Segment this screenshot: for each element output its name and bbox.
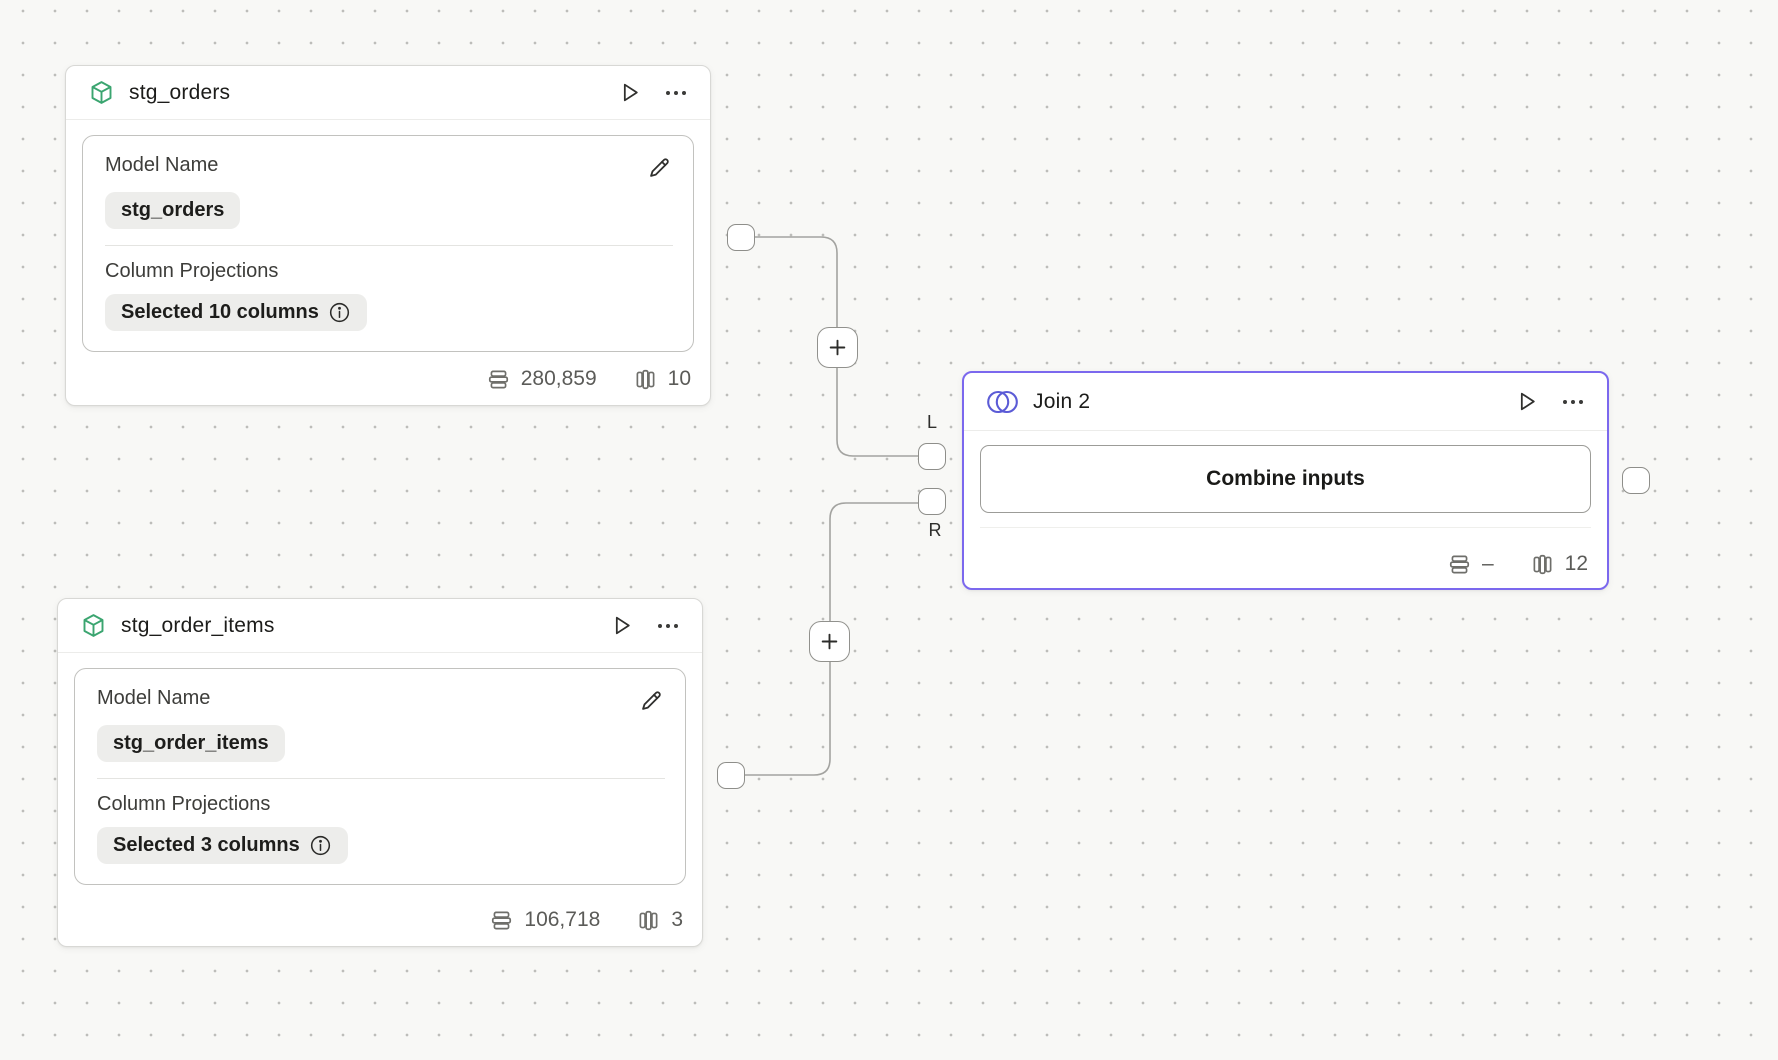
- node-menu-button[interactable]: [656, 614, 680, 638]
- node-title: stg_orders: [129, 80, 231, 104]
- column-projections-chip[interactable]: Selected 10 columns: [105, 294, 367, 331]
- table-columns-icon: [1530, 552, 1555, 577]
- info-icon[interactable]: [328, 301, 351, 324]
- plus-icon: [819, 631, 840, 652]
- row-count: 280,859: [520, 367, 597, 390]
- node-stats-row: 280,859 10: [66, 353, 710, 405]
- node-stg-orders-header: stg_orders: [66, 66, 710, 120]
- model-name-value: stg_orders: [121, 199, 225, 221]
- add-node-on-edge-button-bottom[interactable]: [809, 621, 850, 662]
- node-stg-orders[interactable]: stg_orders Model Name: [65, 65, 711, 406]
- ellipsis-icon: [664, 81, 688, 105]
- column-count: 3: [671, 908, 683, 931]
- output-port-stg-order-items[interactable]: [717, 762, 745, 789]
- model-name-chip: stg_orders: [105, 192, 241, 229]
- column-projections-label: Column Projections: [105, 260, 279, 282]
- divider: [980, 527, 1591, 528]
- table-rows-icon: [1447, 552, 1472, 577]
- edit-model-name-button[interactable]: [638, 687, 665, 714]
- add-node-on-edge-button-top[interactable]: [817, 327, 858, 368]
- join-input-port-right[interactable]: [918, 488, 946, 515]
- pencil-icon: [646, 154, 673, 181]
- node-stats-row: 106,718 3: [58, 894, 702, 946]
- join-output-port[interactable]: [1622, 467, 1650, 494]
- plus-icon: [827, 337, 848, 358]
- venn-icon: [986, 389, 1019, 415]
- row-count: –: [1481, 552, 1494, 575]
- column-count: 10: [667, 367, 691, 390]
- edit-model-name-button[interactable]: [646, 154, 673, 181]
- run-node-button[interactable]: [1514, 389, 1539, 414]
- model-name-label: Model Name: [97, 687, 211, 709]
- node-title: stg_order_items: [121, 613, 275, 637]
- divider: [105, 245, 673, 246]
- row-count: 106,718: [524, 908, 601, 931]
- cube-icon: [80, 612, 107, 639]
- node-join-2[interactable]: Join 2 Combine inputs –: [962, 371, 1609, 590]
- node-menu-button[interactable]: [664, 81, 688, 105]
- output-port-stg-orders[interactable]: [727, 224, 755, 251]
- play-icon: [617, 80, 642, 105]
- table-rows-icon: [489, 908, 514, 933]
- run-node-button[interactable]: [609, 613, 634, 638]
- model-name-label: Model Name: [105, 154, 219, 176]
- node-stg-order-items[interactable]: stg_order_items Model Name: [57, 598, 703, 947]
- combine-inputs-button[interactable]: Combine inputs: [980, 445, 1591, 513]
- model-name-value: stg_order_items: [113, 732, 269, 754]
- play-icon: [1514, 389, 1539, 414]
- node-menu-button[interactable]: [1561, 390, 1585, 414]
- cube-icon: [88, 79, 115, 106]
- node-join-2-header: Join 2: [964, 373, 1607, 431]
- join-input-port-left[interactable]: [918, 443, 946, 470]
- run-node-button[interactable]: [617, 80, 642, 105]
- pencil-icon: [638, 687, 665, 714]
- column-count: 12: [1564, 552, 1588, 575]
- left-port-label: L: [926, 412, 937, 432]
- ellipsis-icon: [1561, 390, 1585, 414]
- join-node-body: Combine inputs: [964, 431, 1607, 528]
- column-projections-label: Column Projections: [97, 793, 271, 815]
- node-config-card: Model Name stg_order_items Column Projec…: [74, 668, 686, 885]
- model-name-chip: stg_order_items: [97, 725, 285, 762]
- play-icon: [609, 613, 634, 638]
- column-projections-value: Selected 3 columns: [113, 834, 300, 856]
- column-projections-chip[interactable]: Selected 3 columns: [97, 827, 348, 864]
- table-rows-icon: [486, 367, 511, 392]
- node-stats-row: – 12: [964, 540, 1607, 588]
- table-columns-icon: [636, 908, 661, 933]
- info-icon[interactable]: [309, 834, 332, 857]
- ellipsis-icon: [656, 614, 680, 638]
- column-projections-value: Selected 10 columns: [121, 301, 319, 323]
- right-port-label: R: [928, 520, 942, 540]
- node-stg-order-items-header: stg_order_items: [58, 599, 702, 653]
- node-config-card: Model Name stg_orders Column Projections…: [82, 135, 694, 352]
- node-title: Join 2: [1033, 389, 1091, 413]
- table-columns-icon: [633, 367, 658, 392]
- divider: [97, 778, 665, 779]
